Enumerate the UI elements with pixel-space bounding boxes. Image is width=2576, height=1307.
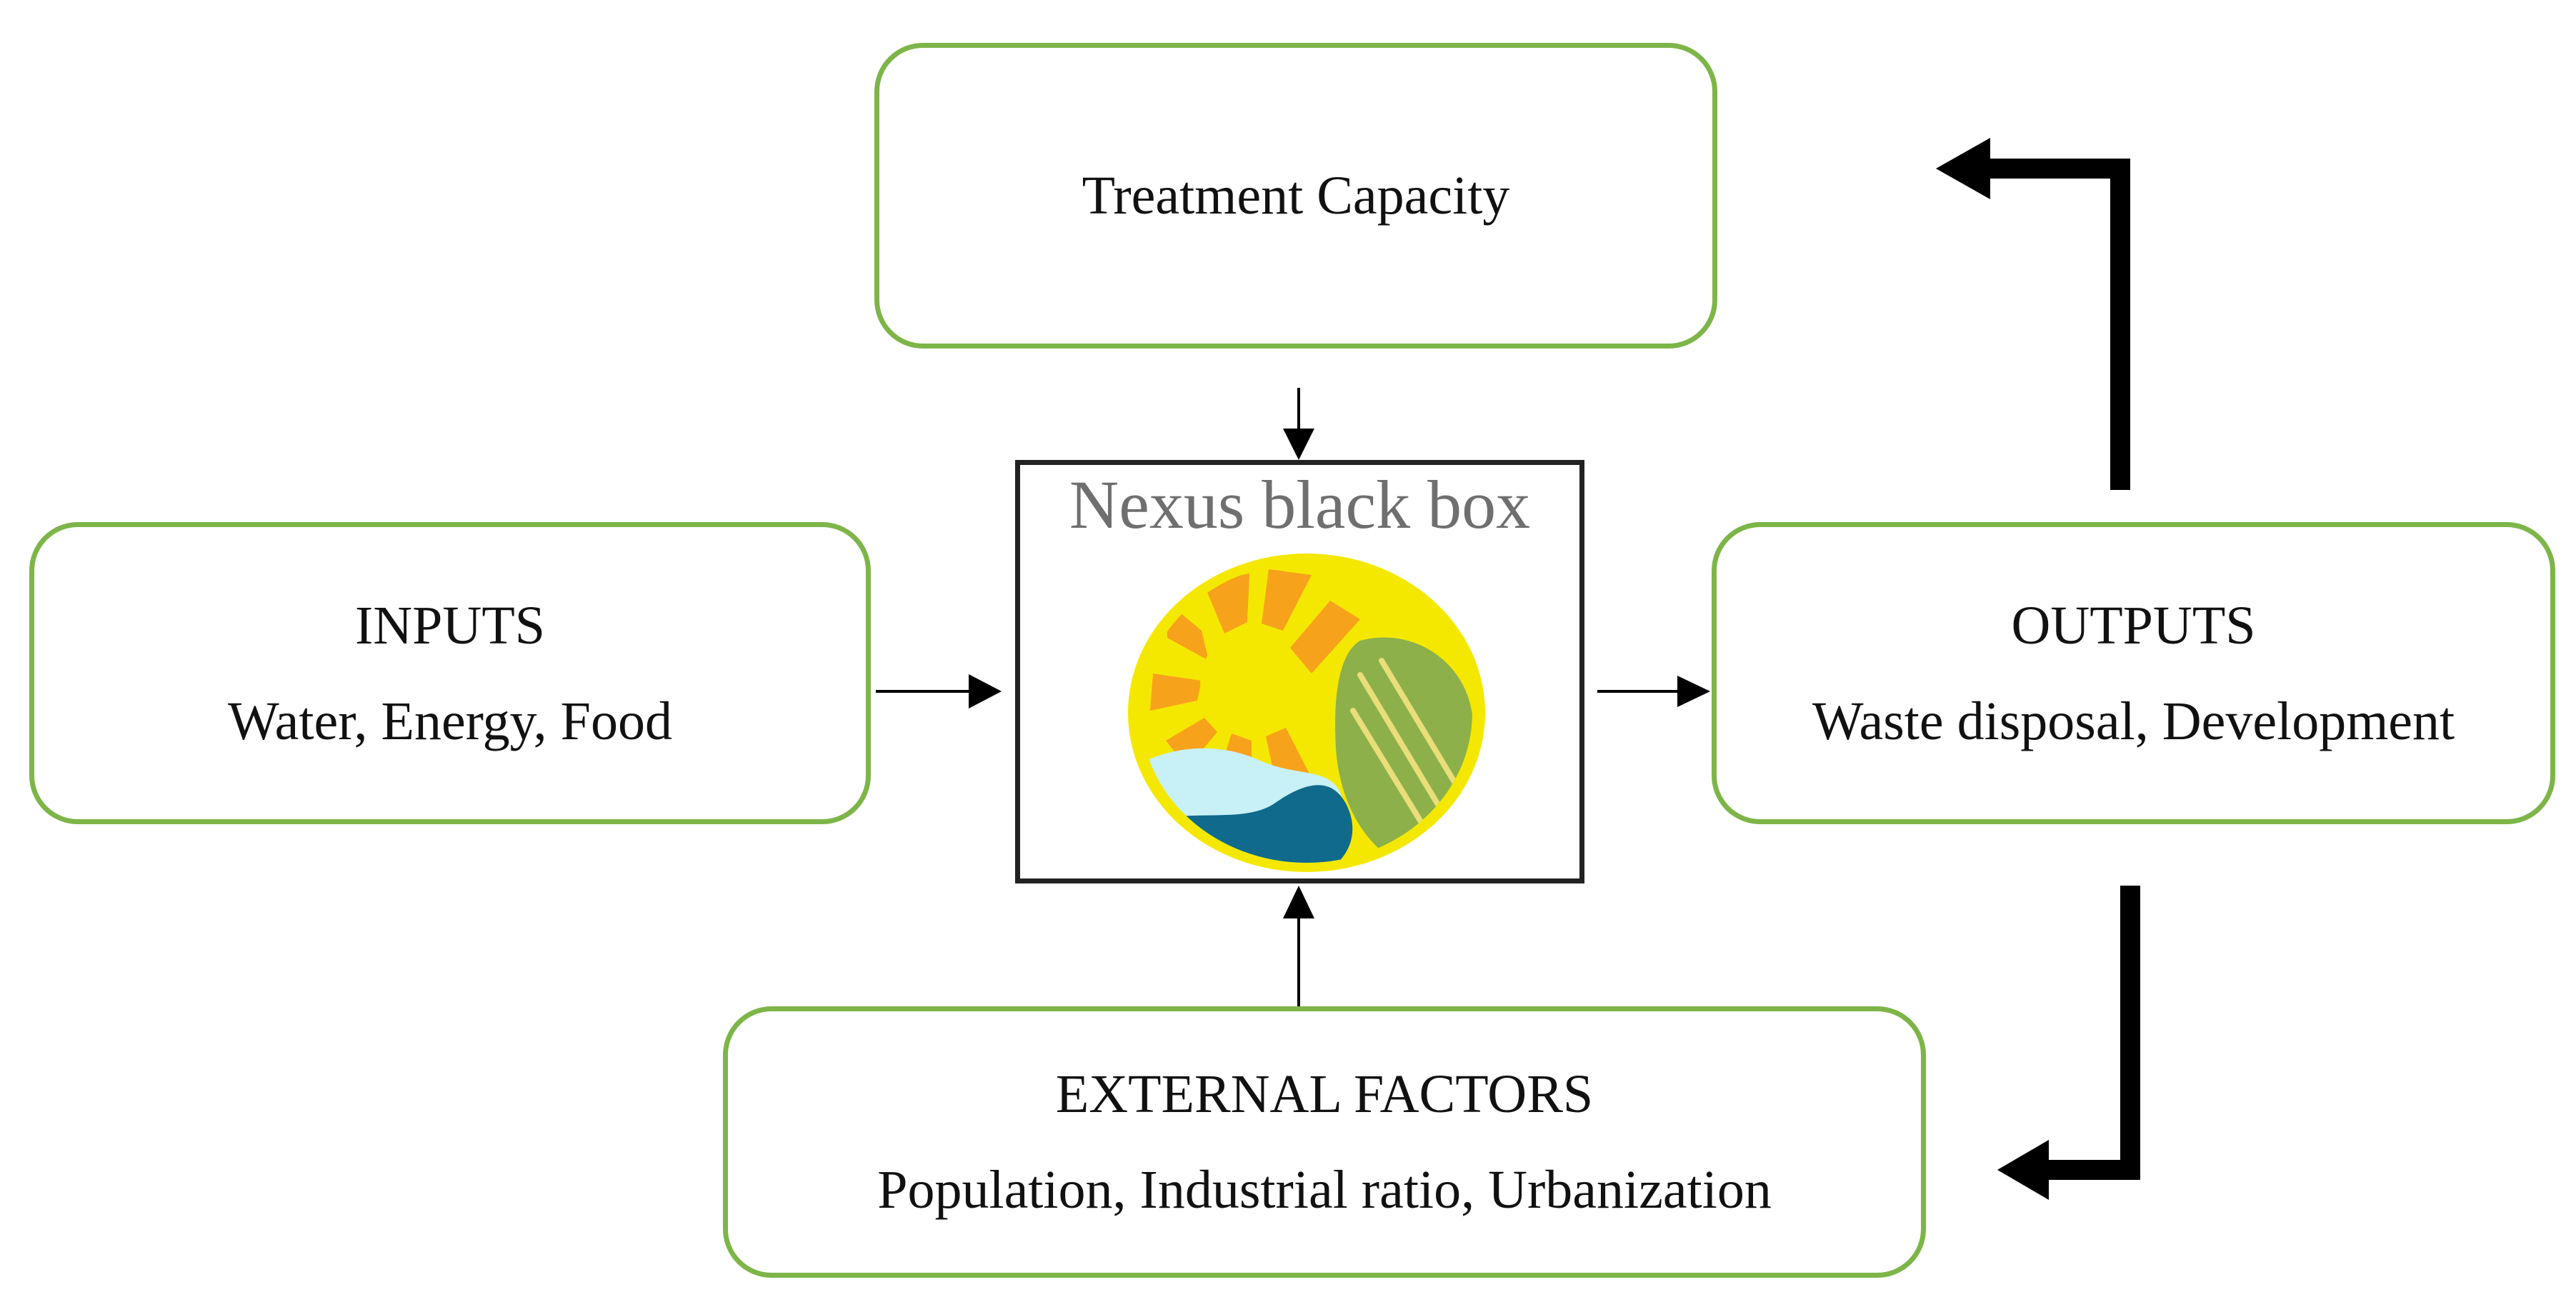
treatment-capacity-label: Treatment Capacity [1082,166,1510,226]
treatment-capacity-node: Treatment Capacity [874,43,1717,349]
inputs-subtitle: Water, Energy, Food [228,691,672,751]
external-factors-title: EXTERNAL FACTORS [1055,1064,1594,1124]
outputs-subtitle: Waste disposal, Development [1812,691,2455,751]
inputs-title: INPUTS [354,595,546,656]
inputs-node: INPUTS Water, Energy, Food [29,522,871,824]
outputs-title: OUTPUTS [2011,595,2256,656]
external-factors-node: EXTERNAL FACTORS Population, Industrial … [723,1006,1926,1278]
arrow-outputs-to-treatment [1936,138,2130,490]
arrow-outputs-to-external [1997,886,2140,1200]
arrow-blackbox-to-outputs [1597,676,1710,707]
water-energy-food-nexus-icon [1128,554,1485,872]
outputs-node: OUTPUTS Waste disposal, Development [1712,522,2555,824]
arrow-external-to-blackbox [1283,886,1314,1006]
nexus-black-box-title: Nexus black box [1069,466,1531,543]
nexus-black-box: Nexus black box [1015,460,1584,883]
sun-core [1200,634,1294,728]
external-factors-subtitle: Population, Industrial ratio, Urbanizati… [877,1160,1772,1220]
arrow-treatment-to-blackbox [1283,388,1314,460]
arrow-inputs-to-blackbox [876,674,1002,708]
